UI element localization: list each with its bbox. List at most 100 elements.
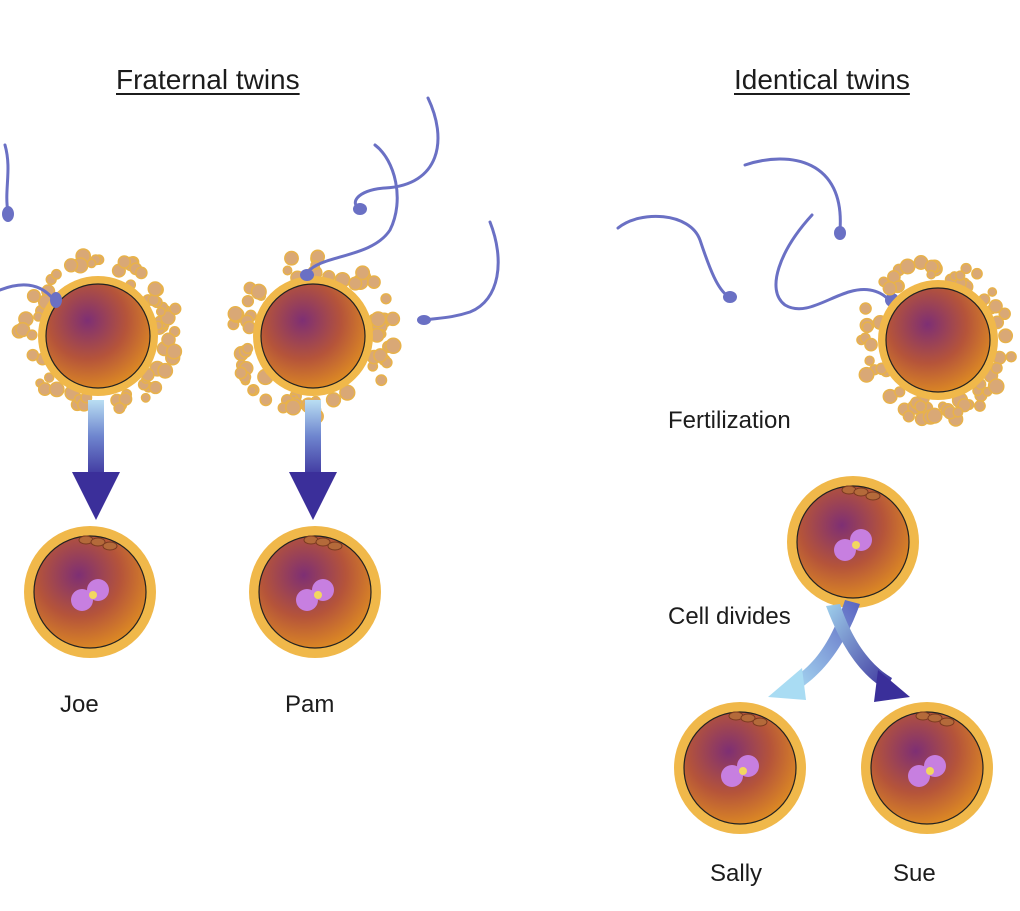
sperm-head — [834, 226, 846, 240]
egg-cytoplasm — [885, 287, 991, 393]
follicle-cells — [227, 249, 402, 425]
follicle-cell — [241, 294, 255, 308]
follicle-cell — [63, 258, 79, 273]
sperm-head — [417, 315, 431, 325]
follicle-cell — [117, 255, 132, 269]
follicle-cell — [86, 258, 97, 269]
follicle-cell — [284, 250, 299, 266]
arrow-down-right — [289, 400, 337, 520]
follicle-cell — [157, 362, 174, 379]
sperm-head — [300, 269, 314, 281]
cell-divides-label: Cell divides — [668, 603, 791, 630]
follicle-cell — [990, 361, 1003, 375]
sperm-head — [723, 291, 737, 303]
sperm-heads-identical — [723, 226, 899, 307]
sperm-group-identical — [616, 157, 892, 311]
nucleolus — [926, 767, 934, 775]
zygote-sally — [674, 702, 806, 834]
follicle-cell — [259, 393, 273, 407]
follicle-cell — [155, 306, 166, 317]
follicle-cell — [140, 392, 151, 403]
polar-body — [740, 713, 756, 723]
sperm-tail — [423, 220, 500, 322]
follicle-cell — [385, 311, 401, 327]
pronucleus — [834, 539, 856, 561]
egg-cytoplasm — [45, 283, 151, 389]
follicle-cell — [48, 381, 65, 398]
follicle-cell — [118, 392, 133, 406]
follicle-cell — [227, 306, 244, 322]
sperm-tail — [743, 157, 842, 232]
follicle-cell — [250, 283, 267, 300]
follicle-cell — [370, 311, 387, 328]
follicle-cell — [960, 262, 972, 275]
pronucleus — [721, 765, 743, 787]
follicle-cell — [894, 386, 906, 398]
follicle-cell — [367, 275, 381, 289]
follicle-cell — [373, 348, 388, 363]
name-joe: Joe — [60, 691, 99, 718]
egg-identical — [856, 255, 1017, 427]
polar-body — [939, 717, 955, 727]
follicle-cell — [375, 374, 388, 387]
follicle-cell — [988, 378, 1005, 395]
sperm-head — [2, 206, 14, 222]
egg-left — [11, 248, 183, 415]
follicle-cell — [26, 348, 40, 362]
follicle-cell — [43, 372, 55, 383]
follicle-cell — [15, 322, 31, 338]
sperm-tail — [0, 283, 56, 302]
follicle-cell — [148, 380, 163, 395]
follicle-cell — [385, 337, 402, 355]
pronucleus — [296, 589, 318, 611]
follicle-cell — [285, 399, 302, 416]
follicle-cell — [899, 258, 916, 275]
follicle-cell — [380, 293, 392, 305]
sperm-tail — [774, 213, 892, 311]
sperm-tail — [306, 143, 399, 274]
follicle-cell — [998, 307, 1011, 321]
polar-body — [752, 717, 768, 727]
nucleolus — [89, 591, 97, 599]
sperm-head — [50, 292, 62, 308]
follicle-cell — [987, 287, 998, 297]
follicle-cell — [348, 276, 363, 291]
polar-body — [865, 491, 881, 501]
sperm-tail — [3, 143, 10, 214]
follicle-cell — [234, 366, 248, 380]
follicle-cell — [282, 265, 293, 276]
follicle-cell — [241, 342, 254, 355]
name-sue: Sue — [893, 860, 936, 887]
zygote-pam — [249, 526, 381, 658]
nucleolus — [739, 767, 747, 775]
follicle-cell — [926, 269, 937, 280]
identical-twins-title: Identical twins — [734, 64, 910, 95]
polar-body — [327, 541, 343, 551]
polar-body — [927, 713, 943, 723]
follicle-cell — [859, 302, 872, 315]
follicle-cell — [166, 343, 183, 360]
follicle-cell — [169, 302, 182, 315]
zygote-fertilized — [787, 476, 919, 608]
sperm-group-fraternal — [0, 96, 500, 322]
follicle-cell — [988, 299, 1003, 314]
follicle-cell — [926, 407, 943, 424]
follicle-cell — [864, 355, 875, 366]
pronucleus — [71, 589, 93, 611]
sperm-head — [353, 203, 367, 215]
follicle-cell — [858, 366, 875, 383]
follicle-cell — [1005, 351, 1017, 363]
follicle-cell — [914, 400, 927, 413]
zygote-sue — [861, 702, 993, 834]
sperm-heads-fraternal — [2, 203, 431, 325]
polar-body — [315, 537, 331, 547]
arrow-divide-right — [826, 604, 910, 702]
arrow-down-left — [72, 400, 120, 520]
follicle-cell — [50, 268, 62, 280]
fraternal-twins-title: Fraternal twins — [116, 64, 300, 95]
follicle-cell — [882, 281, 898, 296]
follicle-cell — [861, 321, 874, 334]
follicle-cell — [26, 329, 38, 341]
polar-body — [102, 541, 118, 551]
